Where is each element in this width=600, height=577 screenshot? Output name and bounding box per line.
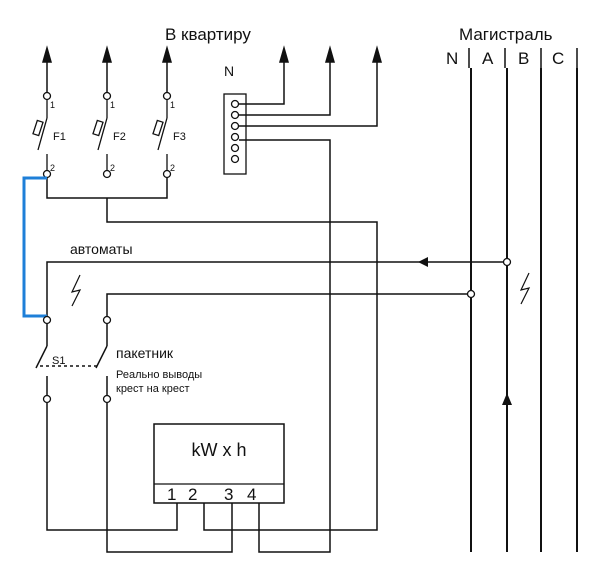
note-line-2: крест на крест — [116, 383, 189, 395]
fuse-f2 — [92, 91, 112, 179]
phase-n-label: N — [446, 49, 458, 68]
arrow-up-icon — [162, 45, 172, 63]
meter-display: kW x h — [191, 440, 246, 460]
to-apartment-label: В квартиру — [165, 25, 251, 44]
switch-terminal — [42, 394, 52, 404]
arrow-up-icon — [325, 45, 335, 63]
fuse-f3-pin-top: 1 — [170, 100, 175, 110]
mains-label: Магистраль — [459, 25, 553, 44]
fuse-f1-label: F1 — [53, 131, 66, 143]
fuse-f3-label: F3 — [173, 131, 186, 143]
meter-terminal-4: 4 — [247, 485, 256, 504]
meter-terminal-3: 3 — [224, 485, 233, 504]
phase-a-label: A — [482, 49, 494, 68]
arrow-up-icon — [279, 45, 289, 63]
switch-label: пакетник — [116, 345, 174, 361]
meter-terminal-1: 1 — [167, 485, 176, 504]
blue-jumper-wire — [22, 176, 47, 318]
switch-id-label: S1 — [52, 355, 65, 367]
fuse-f1-pin-bottom: 2 — [50, 163, 55, 173]
breaker-bolt-icon — [519, 272, 531, 305]
switch-terminal — [42, 315, 52, 325]
mains-bus — [470, 68, 578, 552]
bus-n-junction — [466, 289, 476, 299]
arrow-up-icon — [42, 45, 52, 63]
note-line-1: Реально выводы — [116, 369, 202, 381]
energy-meter: kW x h 1 2 3 4 — [153, 423, 285, 504]
switch-terminal — [102, 315, 112, 325]
fuse-f1 — [32, 91, 52, 179]
meter-terminal-2: 2 — [188, 485, 197, 504]
neutral-terminal-block — [223, 93, 247, 175]
breaker-bolt-icon — [70, 274, 82, 307]
breakers-label: автоматы — [70, 241, 133, 257]
neutral-block-label: N — [224, 63, 234, 79]
breaker-line-arrow-icon — [418, 257, 428, 267]
wires — [35, 62, 507, 553]
fuse-f1-pin-top: 1 — [50, 100, 55, 110]
meter-body — [153, 423, 285, 504]
fuse-f3-pin-bottom: 2 — [170, 163, 175, 173]
fuse-f2-pin-top: 1 — [110, 100, 115, 110]
fuse-f3 — [152, 91, 172, 179]
bus-a-junction — [502, 257, 512, 267]
phase-b-label: B — [518, 49, 529, 68]
arrow-up-icon — [372, 45, 382, 63]
mains-phase-header: N A B C — [446, 48, 578, 68]
arrow-up-icon — [102, 45, 112, 63]
bus-a-arrow-icon — [502, 393, 512, 405]
switch-terminal — [102, 394, 112, 404]
fuse-f2-pin-bottom: 2 — [110, 163, 115, 173]
fuse-f2-label: F2 — [113, 131, 126, 143]
phase-c-label: C — [552, 49, 564, 68]
